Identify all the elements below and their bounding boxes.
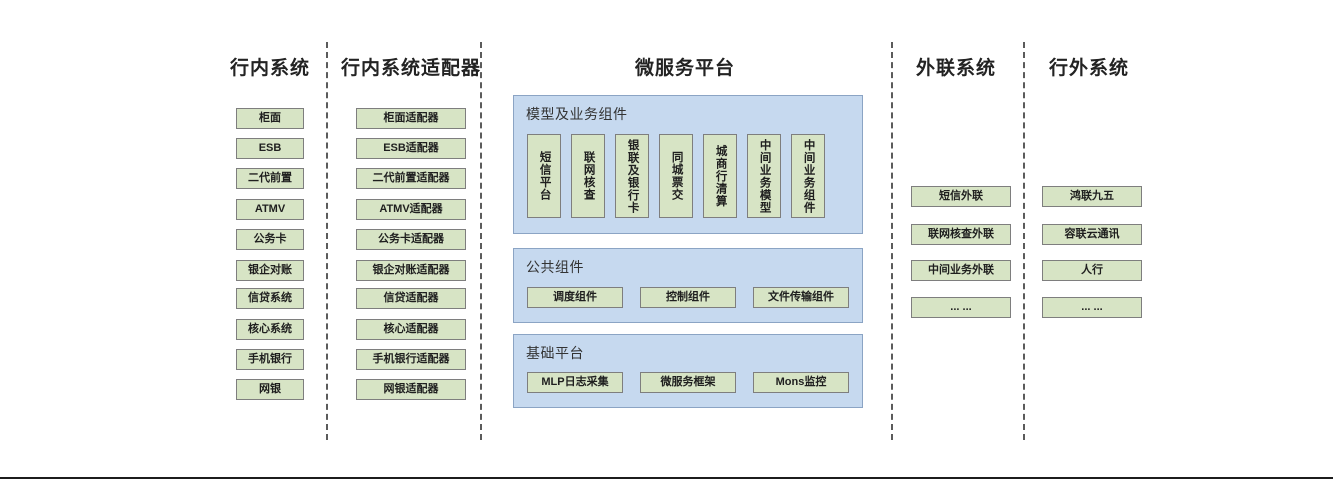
bottom-border-rule (0, 477, 1333, 479)
node-internal-system-4[interactable]: 公务卡 (236, 229, 304, 250)
column-title-internal-systems: 行内系统 (229, 58, 310, 79)
node-internal-system-1[interactable]: ESB (236, 138, 304, 159)
node-external-link-2[interactable]: 中间业务外联 (911, 260, 1011, 281)
node-model-component-0[interactable]: 短信平台 (527, 134, 561, 218)
node-internal-system-8[interactable]: 手机银行 (236, 349, 304, 370)
node-internal-system-5[interactable]: 银企对账 (236, 260, 304, 281)
node-model-component-4[interactable]: 城商行清算 (703, 134, 737, 218)
node-model-component-5[interactable]: 中间业务模型 (747, 134, 781, 218)
column-title-external-link-systems: 外联系统 (915, 58, 996, 79)
node-base-platform-0[interactable]: MLP日志采集 (527, 372, 623, 393)
node-internal-system-0[interactable]: 柜面 (236, 108, 304, 129)
column-title-internal-system-adapters: 行内系统适配器 (340, 58, 481, 79)
node-external-link-0[interactable]: 短信外联 (911, 186, 1011, 207)
node-external-link-3[interactable]: ... ... (911, 297, 1011, 318)
divider-1 (326, 42, 328, 440)
node-internal-adapter-0[interactable]: 柜面适配器 (356, 108, 466, 129)
node-public-component-2[interactable]: 文件传输组件 (753, 287, 849, 308)
node-internal-system-7[interactable]: 核心系统 (236, 319, 304, 340)
panel-title-model-business-components: 模型及业务组件 (526, 106, 628, 122)
node-internal-adapter-4[interactable]: 公务卡适配器 (356, 229, 466, 250)
divider-4 (1023, 42, 1025, 440)
column-title-outside-bank-systems: 行外系统 (1048, 58, 1129, 79)
node-internal-adapter-2[interactable]: 二代前置适配器 (356, 168, 466, 189)
node-internal-adapter-7[interactable]: 核心适配器 (356, 319, 466, 340)
node-internal-system-9[interactable]: 网银 (236, 379, 304, 400)
panel-public-components: 公共组件 (513, 248, 863, 323)
node-outside-bank-1[interactable]: 容联云通讯 (1042, 224, 1142, 245)
node-model-component-3[interactable]: 同城票交 (659, 134, 693, 218)
node-internal-adapter-3[interactable]: ATMV适配器 (356, 199, 466, 220)
node-internal-system-3[interactable]: ATMV (236, 199, 304, 220)
node-model-component-2[interactable]: 银联及银行卡 (615, 134, 649, 218)
node-internal-system-2[interactable]: 二代前置 (236, 168, 304, 189)
divider-2 (480, 42, 482, 440)
panel-base-platform: 基础平台 (513, 334, 863, 408)
node-base-platform-1[interactable]: 微服务框架 (640, 372, 736, 393)
node-internal-adapter-5[interactable]: 银企对账适配器 (356, 260, 466, 281)
node-internal-adapter-8[interactable]: 手机银行适配器 (356, 349, 466, 370)
node-internal-adapter-6[interactable]: 信贷适配器 (356, 288, 466, 309)
node-public-component-1[interactable]: 控制组件 (640, 287, 736, 308)
panel-title-public-components: 公共组件 (526, 259, 584, 275)
divider-3 (891, 42, 893, 440)
node-outside-bank-0[interactable]: 鸿联九五 (1042, 186, 1142, 207)
node-model-component-6[interactable]: 中间业务组件 (791, 134, 825, 218)
node-internal-system-6[interactable]: 信贷系统 (236, 288, 304, 309)
column-title-microservice-platform: 微服务平台 (634, 58, 735, 79)
node-model-component-1[interactable]: 联网核查 (571, 134, 605, 218)
panel-title-base-platform: 基础平台 (526, 345, 584, 361)
node-outside-bank-2[interactable]: 人行 (1042, 260, 1142, 281)
node-base-platform-2[interactable]: Mons监控 (753, 372, 849, 393)
node-internal-adapter-1[interactable]: ESB适配器 (356, 138, 466, 159)
node-internal-adapter-9[interactable]: 网银适配器 (356, 379, 466, 400)
node-public-component-0[interactable]: 调度组件 (527, 287, 623, 308)
node-outside-bank-3[interactable]: ... ... (1042, 297, 1142, 318)
node-external-link-1[interactable]: 联网核查外联 (911, 224, 1011, 245)
